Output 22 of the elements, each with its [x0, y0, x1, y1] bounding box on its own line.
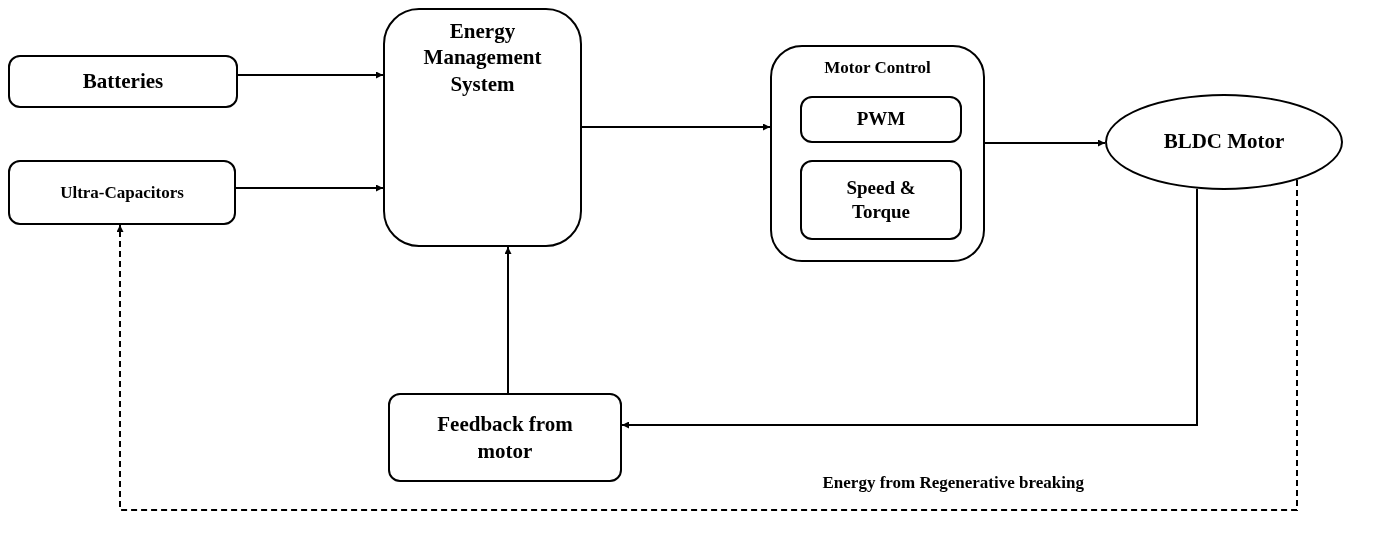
arrow [237, 71, 384, 79]
node-label: Ultra-Capacitors [60, 181, 184, 204]
node-label: Speed & Torque [845, 176, 917, 224]
arrow [581, 123, 771, 131]
arrow [504, 246, 512, 394]
arrow [984, 139, 1107, 147]
node-label: PWM [856, 107, 906, 132]
node-label: BLDC Motor [1163, 128, 1285, 156]
dashed-arrow [116, 178, 1298, 511]
process-box [8, 55, 238, 108]
arrow [621, 187, 1198, 429]
node-label: Feedback from motor [436, 411, 574, 464]
process-box [8, 160, 236, 225]
process-box [383, 8, 582, 247]
process-box [388, 393, 622, 482]
process-box [800, 160, 962, 240]
node-label: Energy Management System [422, 18, 543, 97]
node-label: Motor Control [824, 57, 931, 79]
arrow [235, 184, 384, 192]
group-box [770, 45, 985, 262]
process-box [800, 96, 962, 143]
node-label: Batteries [82, 67, 164, 95]
